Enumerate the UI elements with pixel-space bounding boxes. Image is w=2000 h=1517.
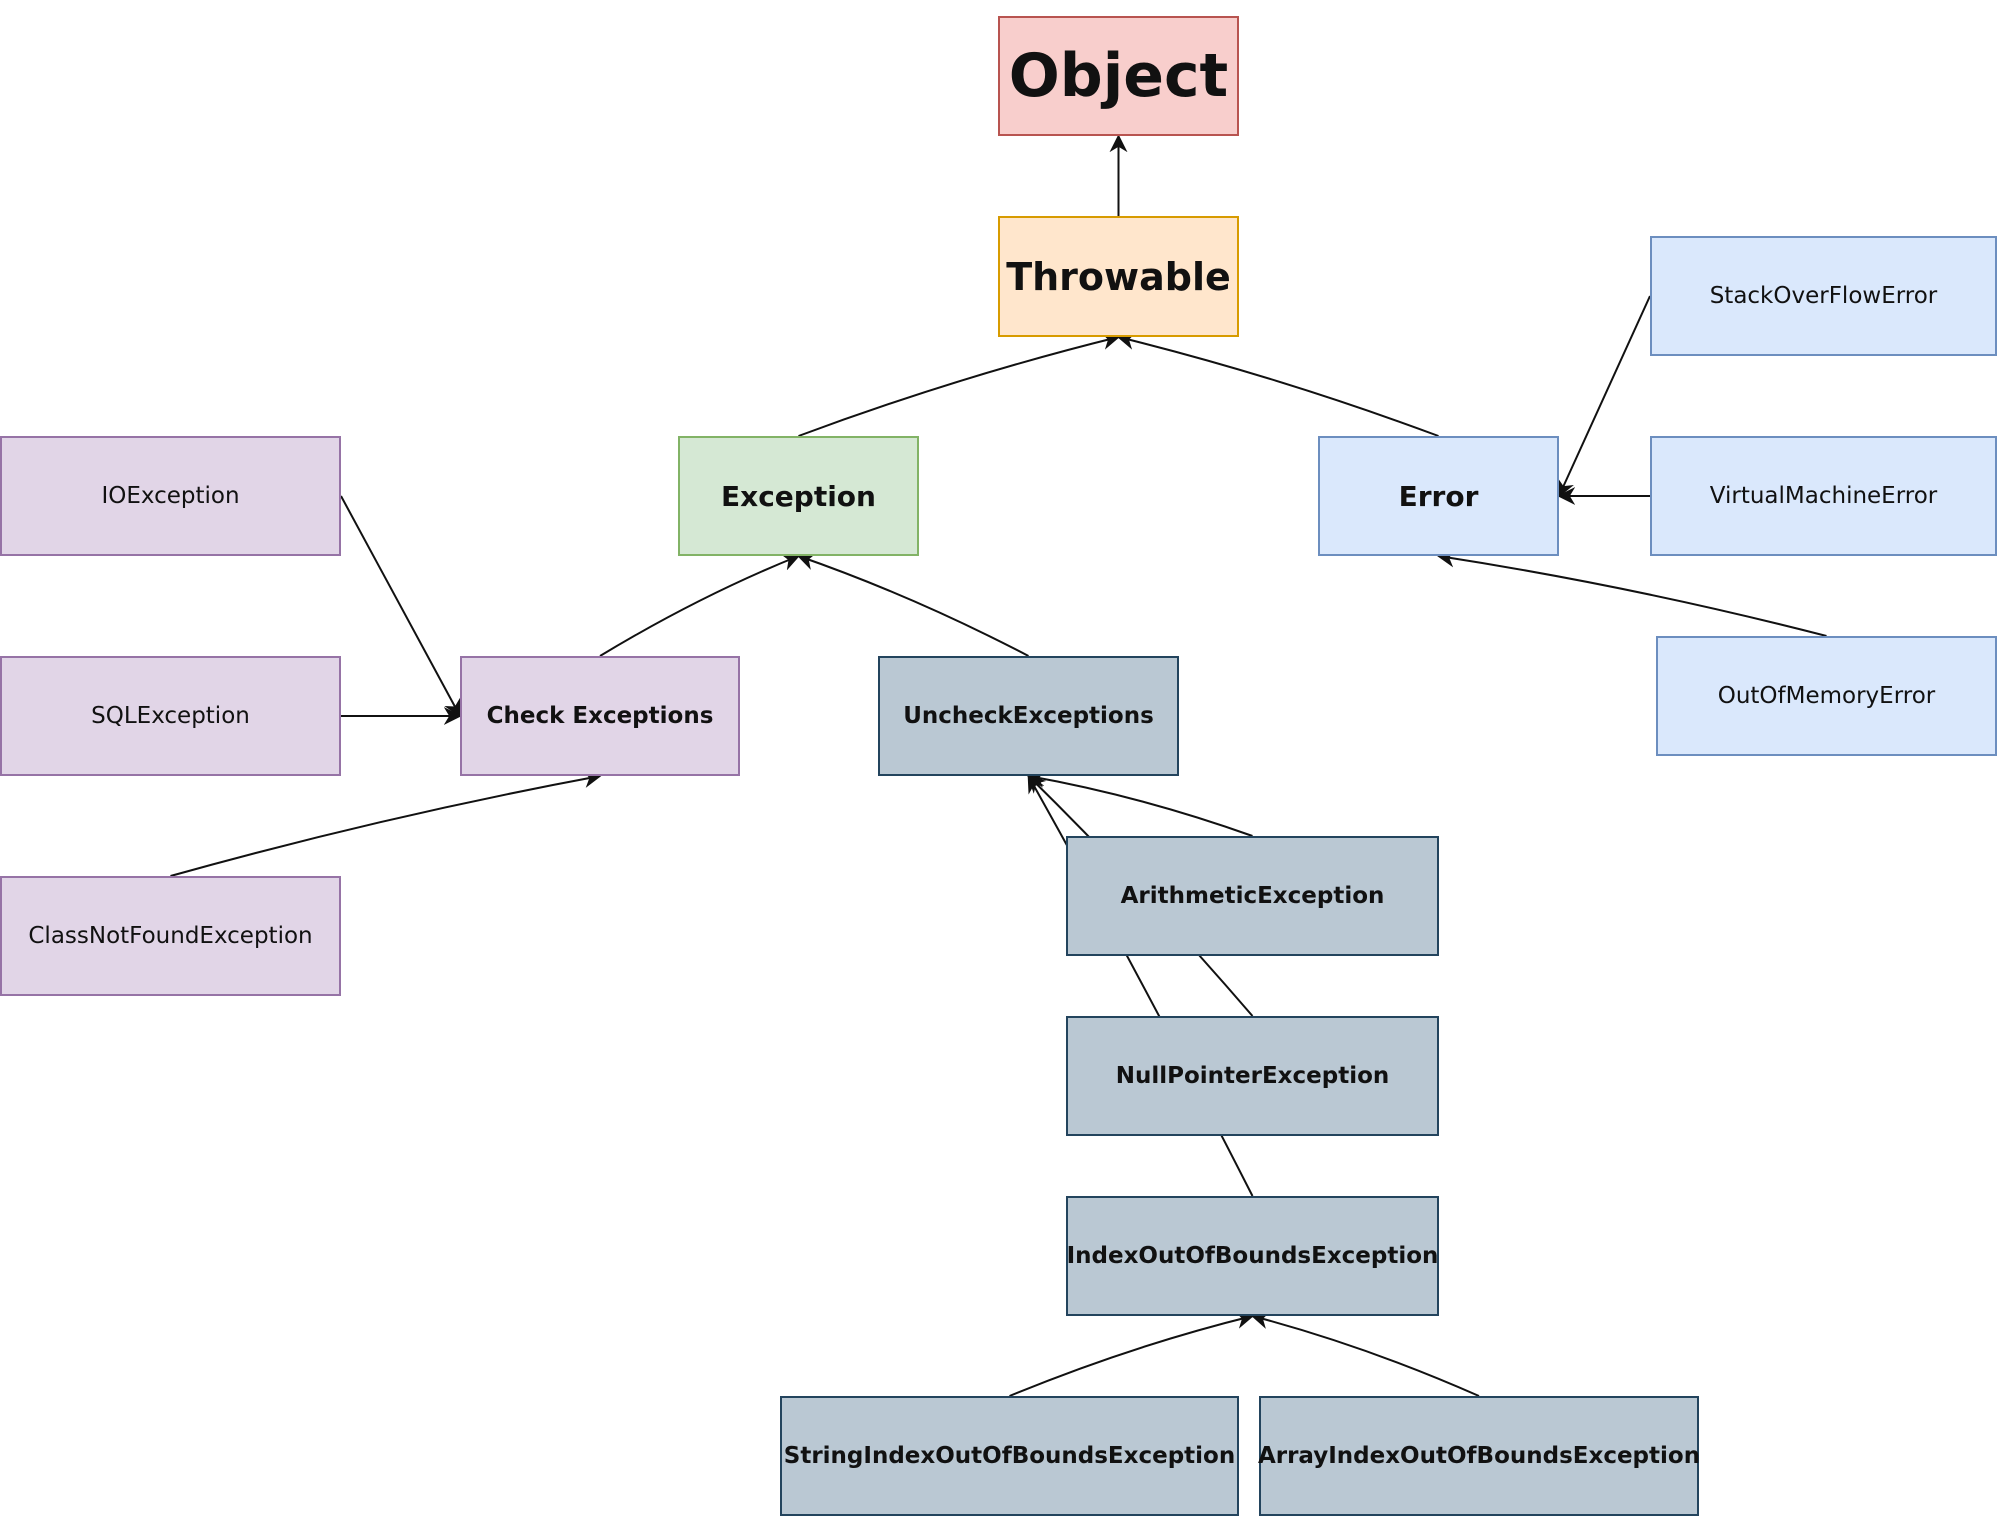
edge-io-exception-to-check-exceptions <box>340 495 461 718</box>
node-label: Error <box>1398 479 1479 513</box>
node-object[interactable]: Object <box>998 16 1239 136</box>
edge-exception-to-throwable <box>798 332 1121 437</box>
node-arithmetic-exception[interactable]: ArithmeticException <box>1066 836 1439 956</box>
node-null-pointer-exception[interactable]: NullPointerException <box>1066 1016 1439 1136</box>
edge-class-not-found-exception-to-check-exceptions <box>170 770 602 877</box>
node-label: NullPointerException <box>1115 1063 1390 1089</box>
node-sql-exception[interactable]: SQLException <box>0 656 341 776</box>
edge-out-of-memory-error-to-error <box>1436 549 1827 637</box>
node-label: IndexOutOfBoundsException <box>1066 1243 1439 1269</box>
node-index-out-of-bounds-exception[interactable]: IndexOutOfBoundsException <box>1066 1196 1439 1316</box>
edge-error-to-throwable <box>1116 332 1439 437</box>
node-io-exception[interactable]: IOException <box>0 436 341 556</box>
node-stack-overflow-error[interactable]: StackOverFlowError <box>1650 236 1997 356</box>
node-label: Check Exceptions <box>486 703 714 729</box>
node-label: OutOfMemoryError <box>1717 683 1936 709</box>
node-uncheck-exceptions[interactable]: UncheckExceptions <box>878 656 1179 776</box>
edge-index-out-of-bounds-exception-to-uncheck-exceptions <box>1027 774 1254 1197</box>
edge-check-exceptions-to-exception <box>599 553 801 657</box>
node-label: StringIndexOutOfBoundsException <box>783 1443 1236 1469</box>
node-label: ArrayIndexOutOfBoundsException <box>1257 1443 1701 1469</box>
node-label: Exception <box>721 479 876 513</box>
node-array-index-out-of-bounds-exception[interactable]: ArrayIndexOutOfBoundsException <box>1257 1396 1701 1516</box>
edge-array-index-out-of-bounds-exception-to-index-out-of-bounds-exception <box>1250 1311 1480 1397</box>
node-virtual-machine-error[interactable]: VirtualMachineError <box>1650 436 1997 556</box>
edge-arithmetic-exception-to-uncheck-exceptions <box>1026 769 1253 837</box>
node-out-of-memory-error[interactable]: OutOfMemoryError <box>1656 636 1997 756</box>
node-error[interactable]: Error <box>1318 436 1559 556</box>
edge-uncheck-exceptions-to-exception <box>796 552 1029 657</box>
node-label: ArithmeticException <box>1120 883 1385 909</box>
node-exception[interactable]: Exception <box>678 436 919 556</box>
node-label: ClassNotFoundException <box>28 923 313 949</box>
node-check-exceptions[interactable]: Check Exceptions <box>460 656 740 776</box>
node-label: IOException <box>101 483 240 509</box>
node-throwable[interactable]: Throwable <box>998 216 1239 337</box>
node-label: UncheckExceptions <box>903 703 1154 729</box>
node-label: StackOverFlowError <box>1709 283 1938 309</box>
node-label: VirtualMachineError <box>1709 483 1938 509</box>
node-label: SQLException <box>91 703 250 729</box>
edge-stack-overflow-error-to-error <box>1557 295 1651 498</box>
node-label: Object <box>1008 41 1229 111</box>
edge-string-index-out-of-bounds-exception-to-index-out-of-bounds-exception <box>1009 1311 1255 1397</box>
node-string-index-out-of-bounds-exception[interactable]: StringIndexOutOfBoundsException <box>780 1396 1239 1516</box>
node-label: Throwable <box>1006 254 1231 299</box>
node-class-not-found-exception[interactable]: ClassNotFoundException <box>0 876 341 996</box>
